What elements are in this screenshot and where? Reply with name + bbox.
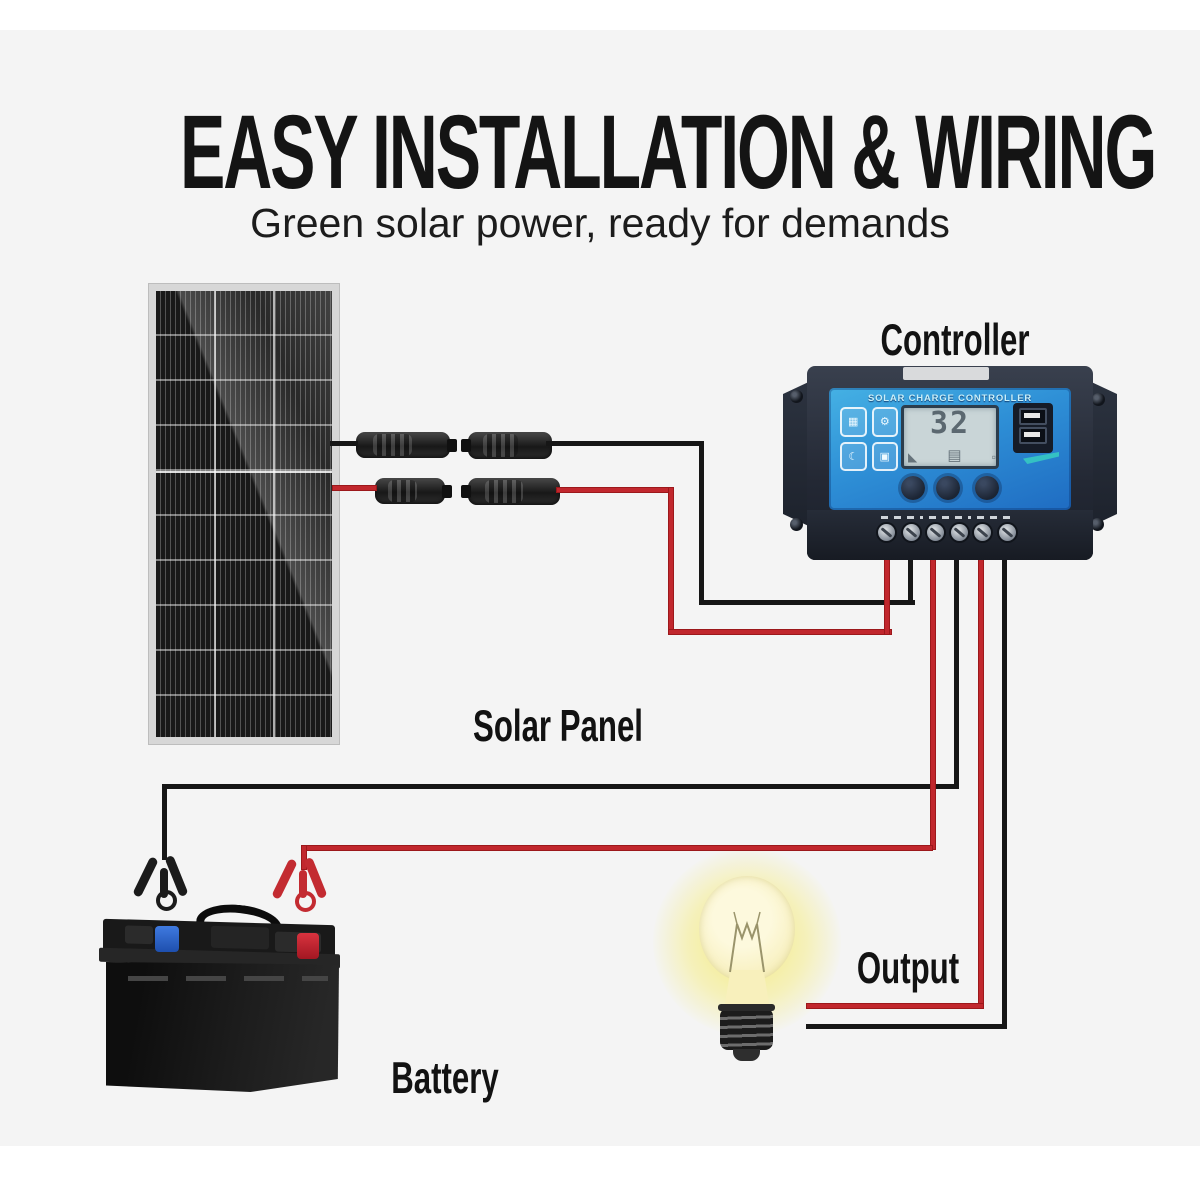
- terminal-screw-pv-positive: [878, 524, 895, 541]
- wire-panel-positive: [668, 629, 892, 635]
- terminal-screw-battery-positive: [927, 524, 944, 541]
- wire-output-positive: [978, 548, 984, 1009]
- controller-mode-icons: ▦ ⚙ ☾ ▣: [840, 407, 898, 471]
- controller-down-button: [975, 476, 999, 500]
- controller-brand-text: SOLAR CHARGE CONTROLLER: [867, 393, 1033, 404]
- wire-panel-negative: [546, 441, 704, 446]
- wire-battery-negative: [162, 784, 167, 860]
- wire-panel-positive: [556, 487, 674, 493]
- mc4-connector-negative-male: [461, 432, 552, 459]
- panel-reflection: [156, 291, 332, 737]
- mount-screw-hole: [1092, 393, 1105, 406]
- pv-array-icon: ◣: [908, 450, 918, 464]
- page-subtitle: Green solar power, ready for demands: [250, 200, 950, 246]
- panel-column-divider: [214, 291, 217, 737]
- mount-screw-hole: [790, 518, 803, 531]
- wire-battery-positive: [301, 845, 307, 870]
- load-icon: ▫: [991, 450, 996, 464]
- wire-output-negative: [1002, 548, 1007, 1029]
- usb-port-block: [1013, 403, 1053, 453]
- wire-panel-negative: [699, 441, 704, 605]
- wire-panel-negative: [699, 600, 915, 605]
- battery-negative-terminal: [155, 926, 179, 952]
- mc4-connector-positive-female: [375, 478, 452, 504]
- wire-panel-positive: [332, 485, 377, 491]
- bulb-contact-tip: [733, 1049, 760, 1061]
- mc4-connector-positive-male: [461, 478, 560, 505]
- terminal-screw-load-positive: [974, 524, 991, 541]
- controller-menu-button: [901, 476, 925, 500]
- controller-faceplate: SOLAR CHARGE CONTROLLER ▦ ⚙ ☾ ▣ 32 ◣ ▤ ▫: [829, 388, 1071, 510]
- wire-panel-negative: [908, 548, 913, 605]
- controller-up-button: [936, 476, 960, 500]
- panel-row-divider: [156, 471, 332, 473]
- solar-panel-label: Solar Panel: [473, 702, 643, 752]
- wire-output-negative: [806, 1024, 1007, 1029]
- battery-body: [106, 962, 339, 1092]
- wire-panel-negative: [330, 441, 358, 446]
- solar-panel-cells: [156, 291, 332, 737]
- mc4-connector-negative-female: [356, 432, 457, 458]
- battery-label: Battery: [391, 1054, 499, 1104]
- controller-lcd: 32 ◣ ▤ ▫: [901, 405, 999, 469]
- terminal-screw-load-negative: [999, 524, 1016, 541]
- wire-battery-negative: [162, 784, 957, 789]
- page-title: EASY INSTALLATION & WIRING: [180, 93, 1157, 211]
- wire-panel-positive: [884, 548, 890, 635]
- bulb-filament: [729, 911, 765, 973]
- mount-screw-hole: [790, 390, 803, 403]
- charge-controller: SOLAR CHARGE CONTROLLER ▦ ⚙ ☾ ▣ 32 ◣ ▤ ▫: [783, 366, 1117, 560]
- lcd-value: 32: [929, 406, 971, 441]
- mount-screw-hole: [1091, 518, 1104, 531]
- terminal-screw-battery-negative: [951, 524, 968, 541]
- output-label: Output: [856, 944, 960, 994]
- controller-top-plate: [903, 367, 989, 380]
- wire-battery-positive: [301, 845, 933, 851]
- terminal-screw-pv-negative: [903, 524, 920, 541]
- terminal-battery-marker: [929, 516, 971, 519]
- wire-battery-negative: [954, 548, 959, 789]
- night-mode-icon: ☾: [840, 441, 867, 471]
- settings-gear-icon: ⚙: [871, 407, 898, 437]
- battery-cell-cap: [211, 925, 269, 950]
- terminal-load-marker: [977, 516, 1015, 519]
- wire-panel-positive: [668, 487, 674, 635]
- bulb-collar: [718, 1004, 775, 1011]
- brand-swoosh-icon: [1023, 452, 1059, 464]
- lcd-status-icons: ◣ ▤ ▫: [908, 448, 996, 463]
- bottom-white-strip: [0, 1146, 1200, 1196]
- bulb-screw-base: [720, 1008, 773, 1050]
- usb-port-icon: [1019, 427, 1047, 444]
- solar-panel: [148, 283, 340, 745]
- wire-output-positive: [806, 1003, 984, 1009]
- usb-port-icon: [1019, 408, 1047, 425]
- top-white-strip: [0, 0, 1200, 30]
- battery-positive-terminal: [297, 933, 319, 959]
- panel-column-divider: [273, 291, 276, 737]
- battery-vent-lines: [128, 976, 328, 981]
- controller-label: Controller: [880, 316, 1030, 366]
- bulb-neck: [724, 970, 770, 1010]
- terminal-panel-marker: [881, 516, 923, 519]
- wire-battery-positive: [930, 548, 936, 850]
- battery-gauge-icon: ▤: [947, 447, 962, 464]
- solar-panel-mode-icon: ▦: [840, 407, 867, 437]
- load-mode-icon: ▣: [871, 441, 898, 471]
- battery-cell-cap: [125, 925, 153, 945]
- light-bulb-icon: [699, 876, 795, 982]
